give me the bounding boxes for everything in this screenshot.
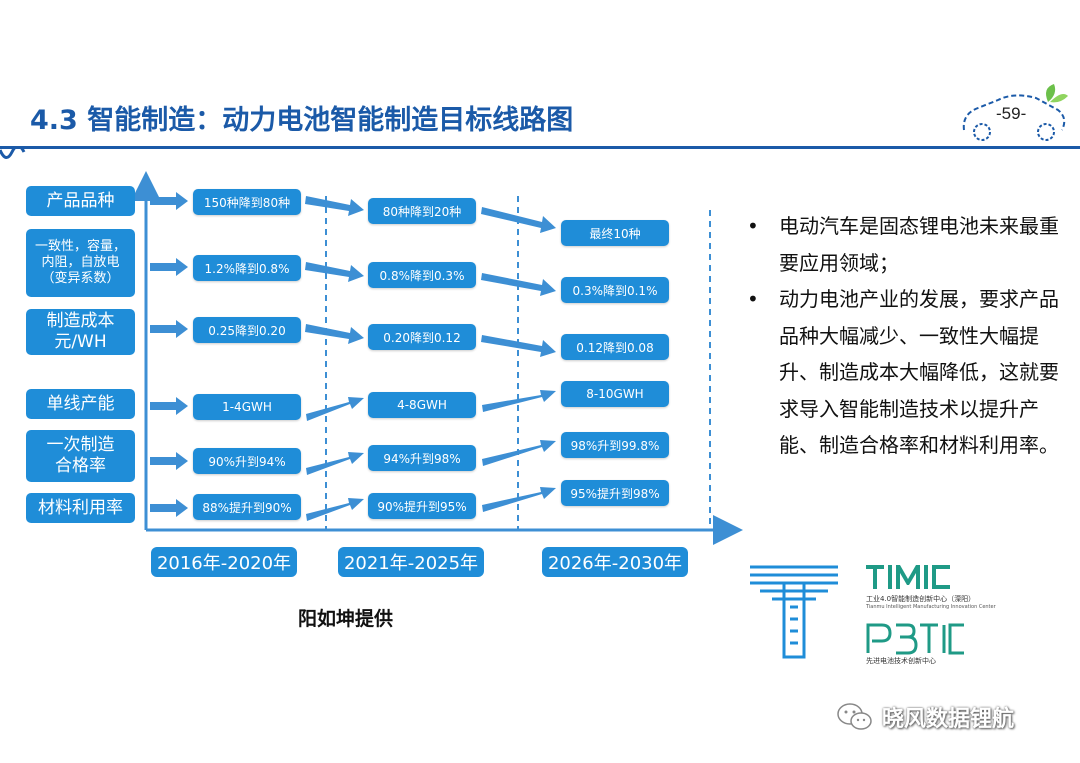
arrow-p2-p3-row4	[482, 390, 556, 412]
pbtic-chinese-name: 先进电池技术创新中心	[866, 657, 936, 665]
wave-decoration-icon	[0, 146, 26, 159]
arrow-cat-3	[150, 320, 188, 338]
arrow-p1-p2-row5	[306, 452, 364, 475]
arrow-p1-p2-row6	[306, 498, 364, 521]
value-box: 1.2%降到0.8%	[193, 255, 301, 281]
value-box: 94%升到98%	[368, 445, 476, 471]
arrow-p2-p3-row5	[482, 440, 556, 466]
value-box: 98%升到99.8%	[561, 432, 669, 458]
value-box: 1-4GWH	[193, 394, 301, 420]
title-divider	[0, 146, 1080, 149]
timic-english-name: Tianmu Intelligent Manufacturing Innovat…	[866, 604, 996, 610]
page-title: 4.3 智能制造：动力电池智能制造目标线路图	[30, 105, 574, 136]
t-logo-icon	[750, 565, 838, 659]
pbtic-logo-icon	[866, 623, 964, 655]
timic-chinese-name: 工业4.0智能制造创新中心（溧阳）	[866, 595, 976, 603]
value-box: 最终10种	[561, 220, 669, 246]
arrow-p2-p3-row1	[481, 207, 556, 233]
arrow-cat-4	[150, 397, 188, 415]
value-box: 8-10GWH	[561, 381, 669, 407]
value-box: 0.8%降到0.3%	[368, 262, 476, 288]
credit-text: 阳如坤提供	[298, 608, 394, 630]
wechat-watermark: 晓风数据锂航	[836, 701, 1014, 733]
wechat-account-name: 晓风数据锂航	[882, 707, 1015, 732]
category-pass-rate: 一次制造合格率	[26, 430, 135, 482]
car-logo-icon	[962, 84, 1068, 141]
value-box: 80种降到20种	[368, 198, 476, 224]
bullet-item: • 动力电池产业的发展，要求产品品种大幅减少、一致性大幅提升、制造成本大幅降低，…	[745, 281, 1065, 464]
period-label-2: 2021年-2025年	[338, 547, 484, 577]
category-line-capacity: 单线产能	[26, 389, 135, 419]
arrow-cat-1	[150, 192, 188, 210]
value-box: 0.25降到0.20	[193, 317, 301, 343]
arrow-p1-p2-row1	[305, 196, 364, 216]
page-number: -59-	[996, 104, 1027, 123]
arrow-p1-p2-row2	[305, 262, 364, 282]
category-consistency: 一致性，容量，内阻，自放电（变异系数）	[26, 229, 135, 297]
value-box: 150种降到80种	[193, 189, 301, 215]
arrow-cat-2	[150, 258, 188, 276]
bullet-dot-icon: •	[747, 287, 759, 311]
arrow-p2-p3-row3	[481, 335, 556, 357]
value-box: 0.3%降到0.1%	[561, 277, 669, 303]
bullet-item: • 电动汽车是固态锂电池未来最重要应用领域；	[745, 208, 1065, 281]
period-label-3: 2026年-2030年	[542, 547, 688, 577]
arrow-p2-p3-row2	[481, 273, 556, 296]
arrow-p1-p2-row4	[306, 397, 364, 421]
bullet-text: 动力电池产业的发展，要求产品品种大幅减少、一致性大幅提升、制造成本大幅降低，这就…	[779, 287, 1059, 457]
arrow-cat-5	[150, 452, 188, 470]
timic-logo-icon	[866, 565, 950, 589]
value-box: 0.20降到0.12	[368, 324, 476, 350]
period-label-1: 2016年-2020年	[151, 547, 297, 577]
bullet-text: 电动汽车是固态锂电池未来最重要应用领域；	[779, 214, 1059, 275]
value-box: 90%提升到95%	[368, 493, 476, 519]
value-box: 0.12降到0.08	[561, 334, 669, 360]
category-material-utilization: 材料利用率	[26, 493, 135, 523]
arrow-p1-p2-row3	[305, 324, 364, 344]
bullet-list: • 电动汽车是固态锂电池未来最重要应用领域； • 动力电池产业的发展，要求产品品…	[745, 208, 1065, 464]
value-box: 95%提升到98%	[561, 480, 669, 506]
category-product-variety: 产品品种	[26, 186, 135, 216]
category-cost: 制造成本元/WH	[26, 309, 135, 355]
arrow-cat-6	[150, 499, 188, 517]
value-box: 4-8GWH	[368, 392, 476, 418]
bullet-dot-icon: •	[747, 214, 759, 238]
value-box: 90%升到94%	[193, 448, 301, 474]
arrow-p2-p3-row6	[482, 487, 556, 512]
value-box: 88%提升到90%	[193, 494, 301, 520]
wechat-icon	[837, 703, 872, 730]
